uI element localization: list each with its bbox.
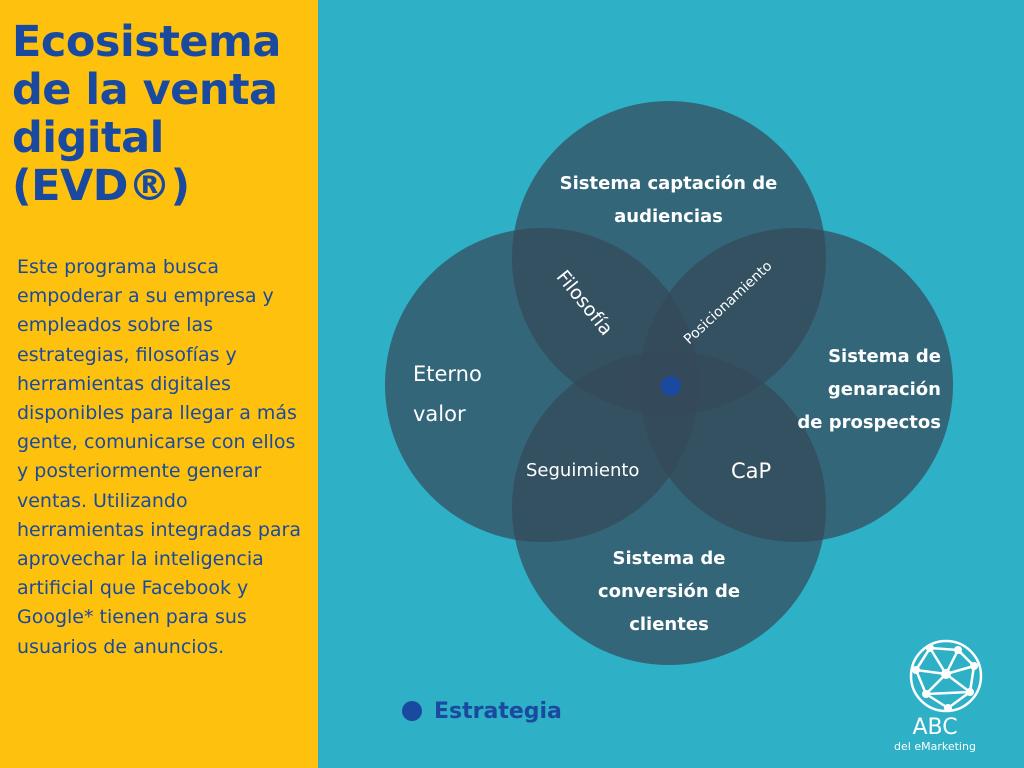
legend: Estrategia <box>402 696 562 726</box>
circle-bottom <box>512 351 826 665</box>
logo-subtitle: del eMarketing <box>894 740 976 753</box>
logo-name: ABC <box>912 715 958 740</box>
page-title: Ecosistema de la venta digital (EVD®) <box>12 17 281 211</box>
abc-logo: ABC del eMarketing <box>870 632 1000 760</box>
network-globe-icon <box>909 639 983 713</box>
description: Este programa busca empoderar a su empre… <box>17 256 301 658</box>
strategy-dot <box>661 376 681 396</box>
legend-label: Estrategia <box>434 698 562 724</box>
intersection-seguimiento: Seguimiento <box>526 460 640 481</box>
label-bottom-circle: Sistema de conversión de clientes <box>597 548 741 635</box>
label-left-circle: Eterno valor <box>413 362 482 426</box>
intersection-cap: CaP <box>731 459 772 483</box>
legend-dot <box>402 701 422 721</box>
label-right-circle: Sistema de genaración de prospectos <box>797 346 941 433</box>
left-panel: Ecosistema de la venta digital (EVD®) Es… <box>0 0 318 768</box>
label-top-circle: Sistema captación de audiencias <box>559 173 778 227</box>
